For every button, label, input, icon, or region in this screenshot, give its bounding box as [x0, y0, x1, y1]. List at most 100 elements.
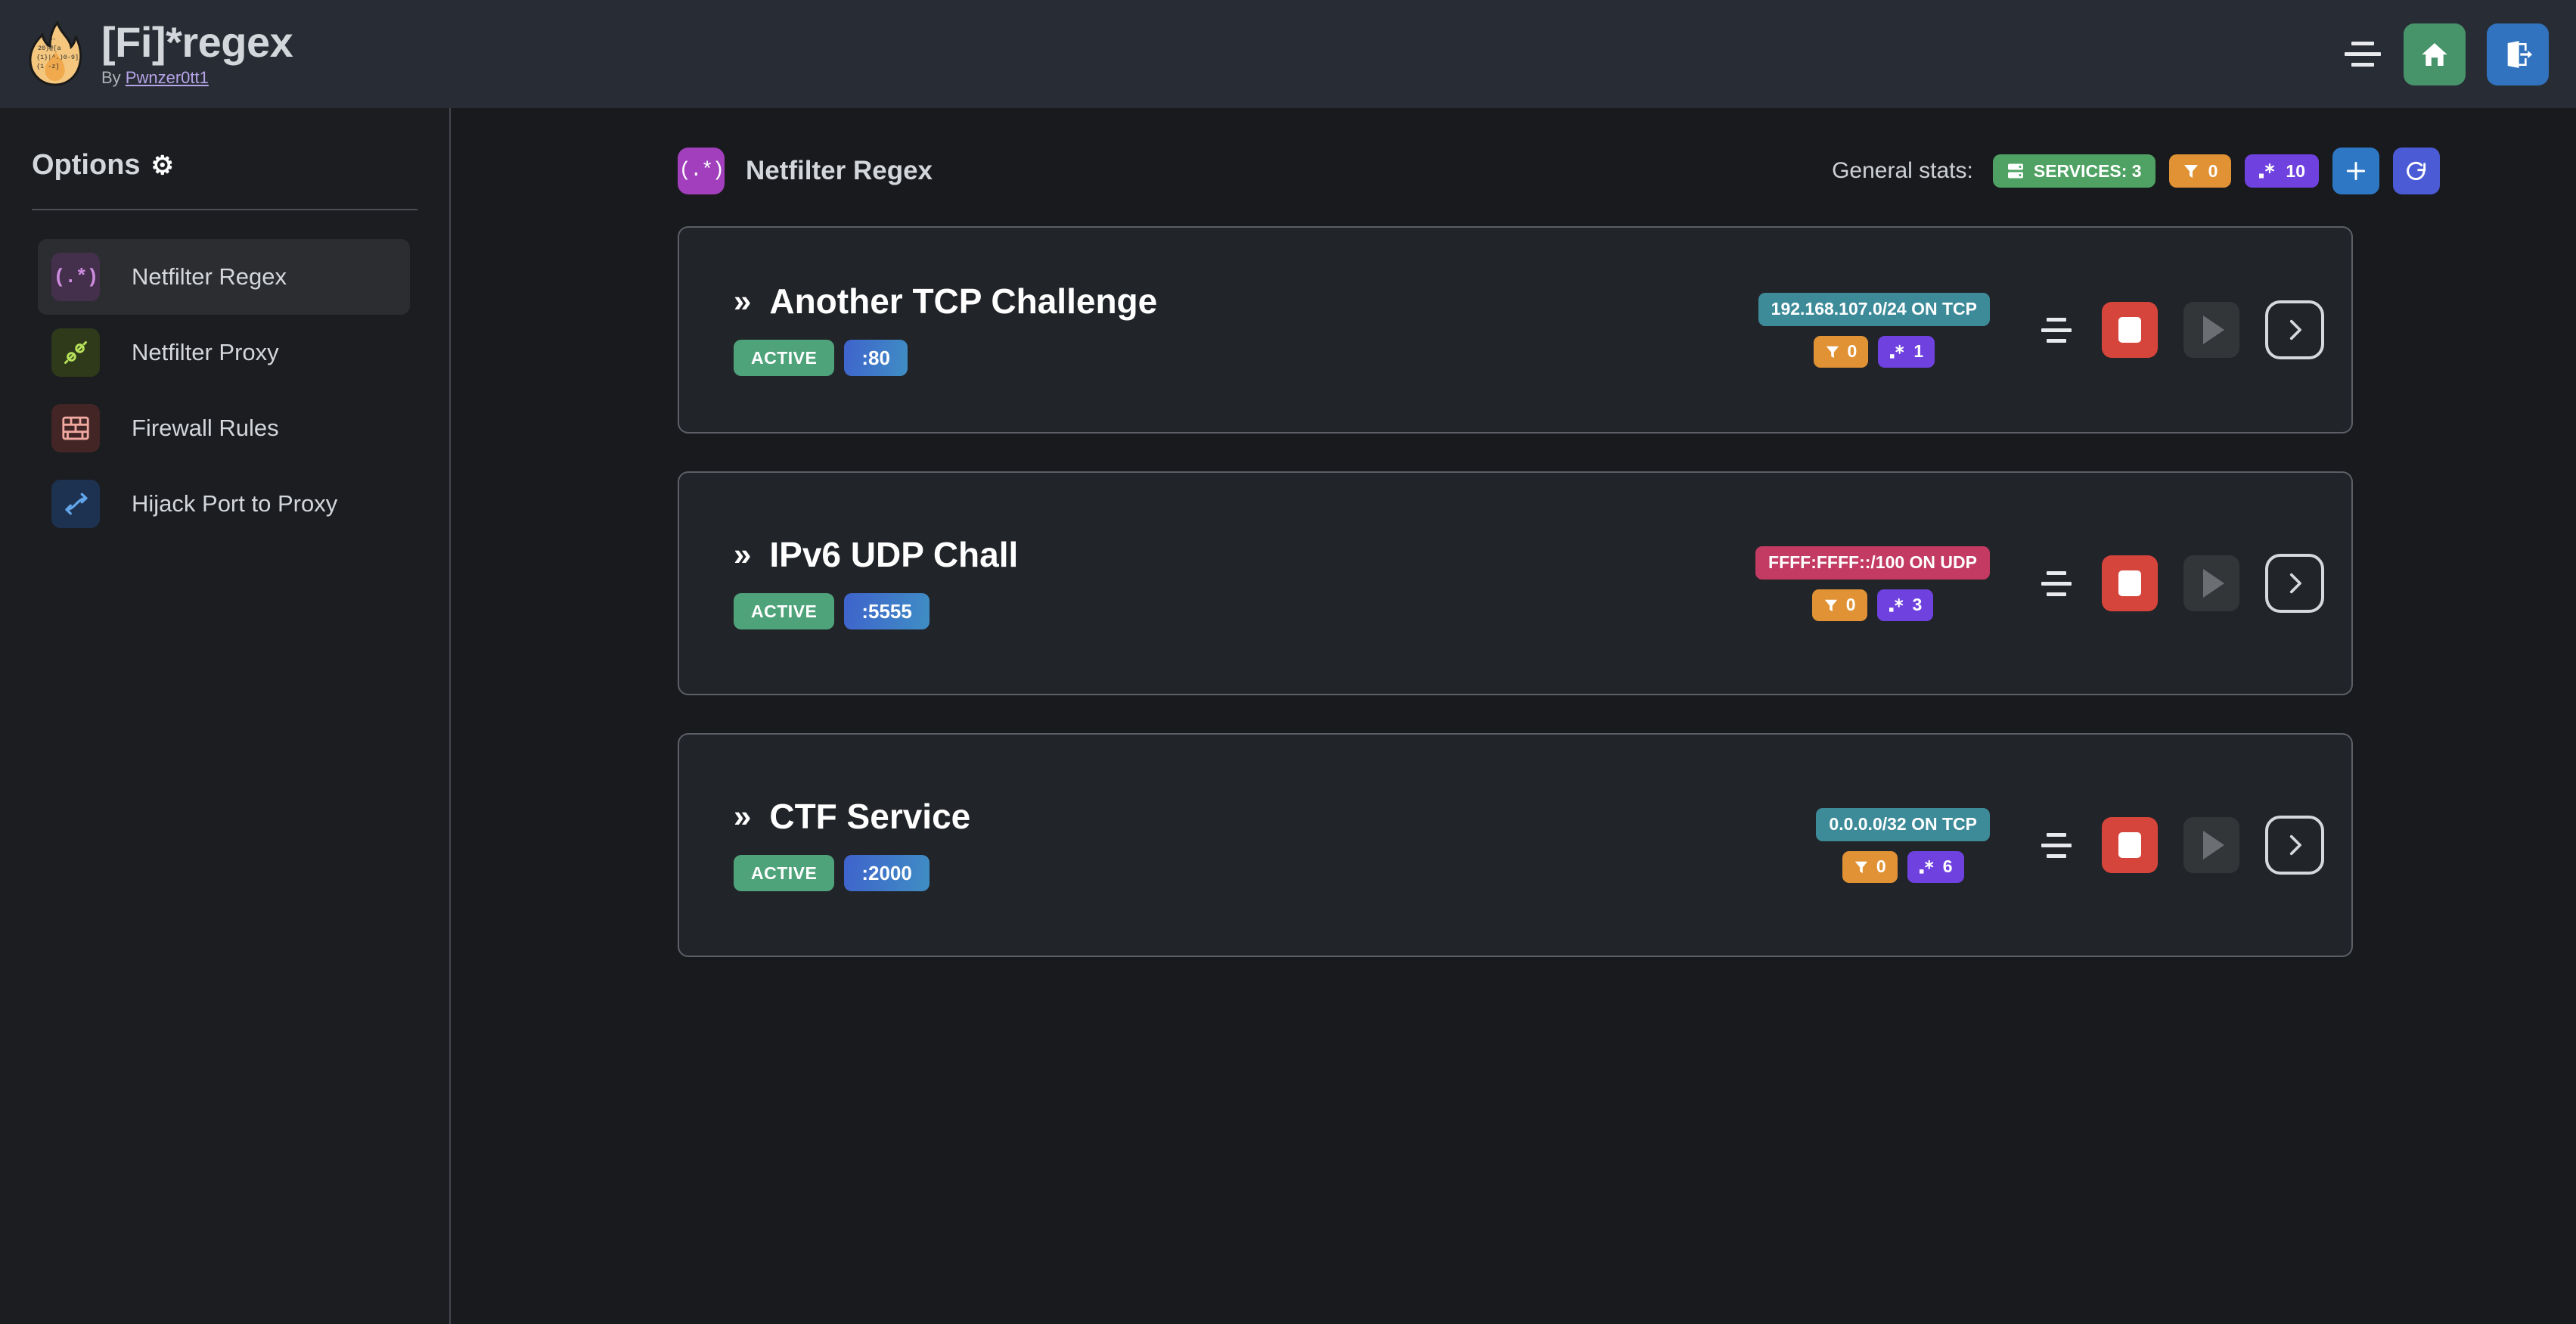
service-counters: 0 1: [1813, 335, 1935, 368]
status-badge: ACTIVE: [734, 855, 835, 891]
services-stat-label: SERVICES: 3: [2033, 160, 2142, 181]
sidebar-list: (.*) Netfilter Regex Netfilter Proxy: [0, 239, 449, 542]
plus-icon: [2346, 161, 2366, 181]
play-button[interactable]: [2183, 817, 2239, 873]
network-badge: 0.0.0.0/32 ON TCP: [1816, 807, 1990, 841]
open-service-button[interactable]: [2265, 300, 2324, 359]
play-button[interactable]: [2183, 302, 2239, 358]
sidebar: Options ⚙ (.*) Netfilter Regex Netfilter…: [0, 108, 451, 1324]
regex-count: 6: [1942, 856, 1953, 876]
chevron-right-icon: [2289, 319, 2301, 340]
chevron-right-icon: [2289, 573, 2301, 594]
svg-text:-z0-: -z0-: [41, 36, 56, 43]
author-link[interactable]: Pwnzer0tt1: [125, 68, 209, 88]
stop-icon: [2118, 570, 2141, 596]
top-bar: -z0- 20}@[a {1}|^.)0-9] {1 -z] [Fi]*rege…: [0, 0, 2576, 108]
brand: -z0- 20}@[a {1}|^.)0-9] {1 -z] [Fi]*rege…: [27, 20, 293, 89]
regex-dot-star-icon: [2259, 163, 2275, 179]
service-card[interactable]: » Another TCP Challenge ACTIVE :80 192.1…: [678, 226, 2353, 434]
flame-regex-logo-icon: -z0- 20}@[a {1}|^.)0-9] {1 -z]: [27, 20, 83, 86]
fork-arrows-icon: [51, 480, 100, 528]
service-title: » IPv6 UDP Chall: [734, 537, 1755, 572]
service-actions: [2037, 300, 2324, 359]
service-card[interactable]: » CTF Service ACTIVE :2000 0.0.0.0/32 ON…: [678, 733, 2353, 957]
regex-stat-label: 10: [2286, 160, 2305, 181]
regex-count: 3: [1912, 595, 1923, 614]
stop-button[interactable]: [2102, 555, 2158, 611]
gear-icon: ⚙: [151, 151, 175, 180]
sidebar-title-text: Options: [32, 149, 141, 181]
app-author: By Pwnzer0tt1: [101, 68, 293, 88]
sidebar-item-netfilter-regex[interactable]: (.*) Netfilter Regex: [38, 239, 410, 315]
svg-text:20}@[a: 20}@[a: [38, 45, 61, 52]
brand-text: [Fi]*regex By Pwnzer0tt1: [101, 20, 293, 89]
svg-text:{1}|^.)0-9]: {1}|^.)0-9]: [36, 54, 79, 61]
sidebar-item-firewall-rules[interactable]: Firewall Rules: [38, 390, 410, 466]
plug-icon: [51, 328, 100, 377]
svg-text:{1 -z]: {1 -z]: [36, 63, 60, 70]
regex-count: 1: [1913, 341, 1924, 361]
filter-count: 0: [1847, 341, 1858, 361]
service-pills: ACTIVE :80: [734, 340, 1758, 376]
regex-icon: (.*): [678, 148, 725, 194]
filter-count-badge: 0: [1842, 850, 1898, 883]
by-prefix: By: [101, 68, 126, 88]
regex-count-badge: 6: [1907, 850, 1964, 883]
filter-count-badge: 0: [1813, 335, 1869, 368]
regex-glyph: (.*): [678, 160, 725, 182]
service-pills: ACTIVE :5555: [734, 593, 1755, 629]
hamburger-icon[interactable]: [2343, 37, 2382, 72]
regex-stat-badge: 10: [2245, 154, 2319, 188]
funnel-icon: [1854, 861, 1868, 873]
stop-icon: [2118, 317, 2141, 343]
regex-dot-star-icon: [1889, 598, 1903, 612]
add-service-button[interactable]: [2332, 148, 2379, 194]
funnel-icon: [1826, 346, 1839, 358]
service-list: » Another TCP Challenge ACTIVE :80 192.1…: [678, 226, 2353, 957]
sidebar-item-hijack-port-to-proxy[interactable]: Hijack Port to Proxy: [38, 466, 410, 542]
sidebar-title: Options ⚙: [32, 149, 449, 182]
sidebar-item-label: Netfilter Proxy: [132, 339, 279, 365]
card-menu-icon[interactable]: [2037, 317, 2076, 343]
play-icon: [2203, 569, 2224, 598]
logout-icon: [2507, 40, 2533, 68]
service-actions: [2037, 816, 2324, 875]
filter-count: 0: [1845, 595, 1856, 614]
regex-glyph: (.*): [53, 266, 98, 288]
sidebar-item-label: Firewall Rules: [132, 415, 279, 441]
stop-button[interactable]: [2102, 302, 2158, 358]
service-title: » Another TCP Challenge: [734, 284, 1758, 319]
status-badge: ACTIVE: [734, 340, 835, 376]
home-button[interactable]: [2404, 23, 2466, 85]
service-counters: 0 6: [1842, 850, 1964, 883]
open-service-button[interactable]: [2265, 816, 2324, 875]
play-button[interactable]: [2183, 555, 2239, 611]
filters-stat-label: 0: [2208, 160, 2218, 181]
service-card[interactable]: » IPv6 UDP Chall ACTIVE :5555 FFFF:FFFF:…: [678, 471, 2353, 695]
regex-dot-star-icon: [1890, 344, 1904, 359]
server-icon: [2007, 163, 2023, 179]
stop-button[interactable]: [2102, 817, 2158, 873]
refresh-button[interactable]: [2393, 148, 2440, 194]
open-service-button[interactable]: [2265, 554, 2324, 613]
regex-count-badge: 3: [1876, 589, 1934, 621]
chevron-right-icon: [2289, 834, 2301, 856]
play-icon: [2203, 831, 2224, 859]
sidebar-item-label: Netfilter Regex: [132, 263, 287, 290]
play-icon: [2203, 315, 2224, 344]
service-network-info: 192.168.107.0/24 ON TCP 0: [1758, 292, 1990, 368]
sidebar-item-label: Hijack Port to Proxy: [132, 490, 338, 517]
service-pills: ACTIVE :2000: [734, 855, 1816, 891]
card-menu-icon[interactable]: [2037, 570, 2076, 596]
card-menu-icon[interactable]: [2037, 832, 2076, 858]
general-stats: General stats: SERVICES: 3 0: [1832, 148, 2440, 194]
logout-button[interactable]: [2487, 23, 2549, 85]
service-name: IPv6 UDP Chall: [769, 535, 1019, 574]
regex-dot-star-icon: [1919, 859, 1933, 874]
funnel-icon: [1824, 599, 1837, 611]
service-network-info: 0.0.0.0/32 ON TCP 0: [1816, 807, 1990, 883]
double-chevron-icon: »: [734, 283, 752, 319]
regex-icon: (.*): [51, 253, 100, 301]
sidebar-item-netfilter-proxy[interactable]: Netfilter Proxy: [38, 315, 410, 390]
filter-count-badge: 0: [1811, 589, 1867, 621]
